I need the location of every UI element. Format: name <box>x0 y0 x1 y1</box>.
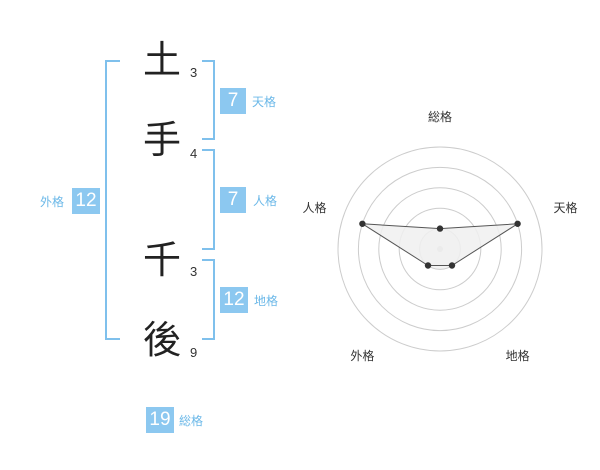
radar-axis-label-1: 天格 <box>553 200 577 215</box>
tenkaku-bracket <box>202 60 215 140</box>
radar-ring <box>337 146 543 352</box>
soukaku-label: 総格 <box>179 414 204 428</box>
tenkaku-label: 天格 <box>252 95 277 109</box>
name-char-4: 後 <box>143 318 182 362</box>
jinkaku-value-badge: 7 <box>220 187 246 213</box>
radar-ring <box>398 207 482 291</box>
jinkaku-label: 人格 <box>253 194 278 208</box>
stroke-count-3: 3 <box>190 264 198 279</box>
stroke-count-4: 9 <box>190 345 198 360</box>
soukaku-value-badge: 19 <box>146 407 174 433</box>
radar-polygon <box>362 223 518 266</box>
jinkaku-bracket <box>202 149 215 250</box>
radar-axis-label-2: 地格 <box>506 348 530 363</box>
name-char-2: 手 <box>143 118 182 162</box>
radar-axis-label-0: 総格 <box>428 109 452 124</box>
radar-point-4 <box>359 220 366 227</box>
stroke-count-1: 3 <box>190 65 198 80</box>
name-char-3: 千 <box>143 238 182 282</box>
name-char-1: 土 <box>143 38 182 82</box>
gaikaku-value-badge: 12 <box>72 188 100 214</box>
chikaku-label: 地格 <box>254 294 279 308</box>
radar-axis-label-4: 人格 <box>302 200 326 215</box>
radar-point-3 <box>424 262 432 269</box>
radar-point-0 <box>436 225 444 232</box>
chikaku-bracket <box>202 259 215 340</box>
radar-ring <box>378 187 502 311</box>
stroke-count-2: 4 <box>190 146 198 161</box>
tenkaku-value-badge: 7 <box>220 88 246 114</box>
gaikaku-bracket <box>105 60 120 340</box>
radar-point-2 <box>448 262 456 269</box>
radar-point-1 <box>514 220 521 227</box>
chikaku-value-badge: 12 <box>220 287 248 313</box>
gaikaku-label: 外格 <box>40 195 65 209</box>
radar-axis-label-3: 外格 <box>350 348 374 363</box>
radar-ring <box>357 166 523 332</box>
